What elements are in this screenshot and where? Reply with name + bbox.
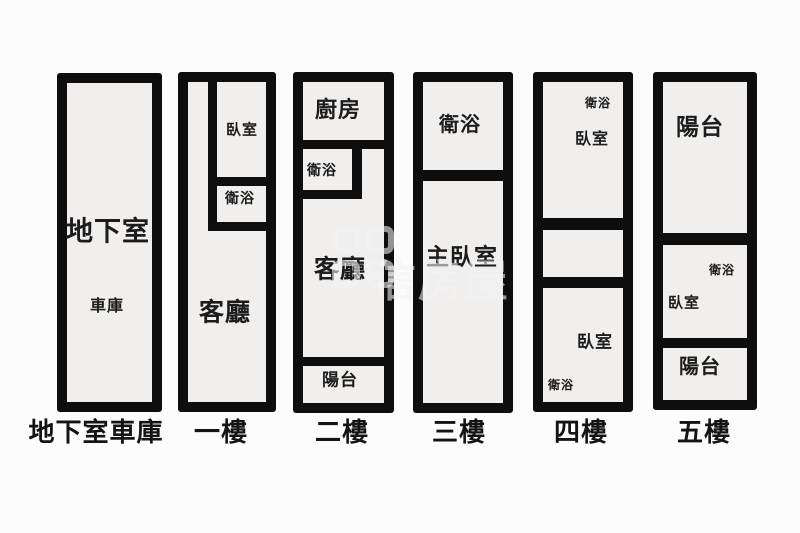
wall-divider <box>543 218 623 230</box>
wall-divider <box>303 357 384 366</box>
wall-divider <box>352 140 362 199</box>
room-label-bathroom: 衛浴 <box>439 114 481 136</box>
floor-panel-basement: 地下室 車庫 <box>57 73 162 412</box>
room-label-basement: 地下室 <box>66 216 150 247</box>
room-label-balcony: 陽台 <box>322 370 358 390</box>
room-label-balcony: 陽台 <box>676 113 724 140</box>
room-label-bathroom: 衛浴 <box>584 96 612 110</box>
wall-divider <box>303 140 384 149</box>
room-label-bathroom: 衛浴 <box>307 162 337 178</box>
floor-caption-2: 二樓 <box>314 416 369 447</box>
room-label-kitchen: 廚房 <box>314 97 362 122</box>
room-label-bedroom: 臥室 <box>225 121 259 139</box>
wall-divider <box>543 277 623 288</box>
room-label-balcony: 陽台 <box>679 356 721 378</box>
wall-divider <box>208 177 266 186</box>
floor-panel-5: 陽台 衛浴 臥室 陽台 <box>653 72 757 410</box>
wall-divider <box>663 338 747 348</box>
floor-caption-4: 四樓 <box>553 416 608 447</box>
floor-caption-basement: 地下室車庫 <box>28 416 164 447</box>
wall-divider <box>663 233 747 245</box>
floor-caption-5: 五樓 <box>676 416 731 447</box>
room-label-bathroom: 衛浴 <box>225 190 255 206</box>
floor-caption-3: 三樓 <box>431 416 486 447</box>
room-label-master-bedroom: 主臥室 <box>426 243 498 270</box>
room-label-bedroom: 臥室 <box>667 294 701 312</box>
floor-panel-1: 臥室 衛浴 客廳 <box>178 72 276 412</box>
wall-divider <box>208 82 217 231</box>
room-label-livingroom: 客廳 <box>313 255 367 284</box>
room-label-bedroom: 臥室 <box>574 131 610 148</box>
room-label-garage: 車庫 <box>89 298 125 315</box>
floor-panel-2: 廚房 衛浴 客廳 陽台 <box>293 72 394 413</box>
floor-caption-1: 一樓 <box>193 416 248 447</box>
room-label-livingroom: 客廳 <box>198 298 252 327</box>
room-label-bedroom: 臥室 <box>577 332 613 352</box>
wall-divider <box>303 190 362 199</box>
floor-panel-3: 衛浴 主臥室 <box>413 72 513 413</box>
room-label-bathroom: 衛浴 <box>708 263 736 277</box>
wall-divider <box>423 170 503 181</box>
room-label-bathroom: 衛浴 <box>547 378 575 392</box>
floor-panel-4: 衛浴 臥室 臥室 衛浴 <box>533 72 633 412</box>
wall-divider <box>208 222 266 231</box>
